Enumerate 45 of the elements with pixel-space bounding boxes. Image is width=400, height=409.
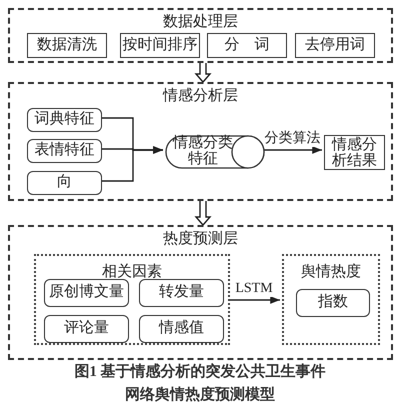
arrow xyxy=(194,200,212,226)
node-label: 指数 xyxy=(317,292,349,312)
node-label: 情感分析结果 xyxy=(330,137,378,169)
arrow xyxy=(263,146,322,154)
layer-panel xyxy=(8,8,393,63)
process-box xyxy=(295,33,375,58)
layer-title: 舆情热度 xyxy=(300,262,362,281)
rounded-box xyxy=(139,315,224,343)
node-label: 按时间排序 xyxy=(122,35,198,55)
node-label: 词典特征 xyxy=(34,110,96,129)
node-label: 数据清洗 xyxy=(36,36,98,55)
rounded-box xyxy=(27,108,102,132)
node-label: 转发量 xyxy=(158,283,205,302)
layer-panel xyxy=(8,225,393,360)
node-label: 分 词 xyxy=(224,36,270,55)
node-label: 表情特征 xyxy=(34,140,96,160)
process-box xyxy=(207,33,287,58)
rounded-box xyxy=(44,315,129,343)
layer-title: 数据处理层 xyxy=(162,12,239,31)
process-box xyxy=(27,33,107,58)
layer-title: 热度预测层 xyxy=(162,229,239,248)
arrow xyxy=(228,296,280,304)
node-label: 情感值 xyxy=(158,318,205,338)
process-box xyxy=(324,135,385,170)
rounded-box xyxy=(296,289,370,317)
rounded-box xyxy=(27,139,102,163)
node-label: 去停用词 xyxy=(304,36,366,55)
edge-label: 分类算法 xyxy=(264,129,322,147)
feature-capsule xyxy=(165,135,265,169)
layer-title: 相关因素 xyxy=(101,262,163,281)
arrow xyxy=(194,62,212,84)
rounded-box xyxy=(44,279,129,307)
rounded-box xyxy=(27,171,102,195)
rounded-box xyxy=(139,279,224,307)
node-label: 向 xyxy=(56,173,73,192)
caption: 图1 基于情感分析的突发公共卫生事件网络舆情热度预测模型 xyxy=(73,362,327,405)
layer-panel xyxy=(8,82,393,201)
node-label: 原创博文量 xyxy=(48,282,125,302)
node-label: 情感分类特征 xyxy=(172,135,234,167)
group-box xyxy=(282,254,380,345)
group-box xyxy=(34,254,230,345)
node-label: 评论量 xyxy=(63,318,110,338)
arrow xyxy=(100,146,163,182)
layer-title: 情感分析层 xyxy=(162,86,239,105)
edge-label: LSTM xyxy=(234,281,274,297)
